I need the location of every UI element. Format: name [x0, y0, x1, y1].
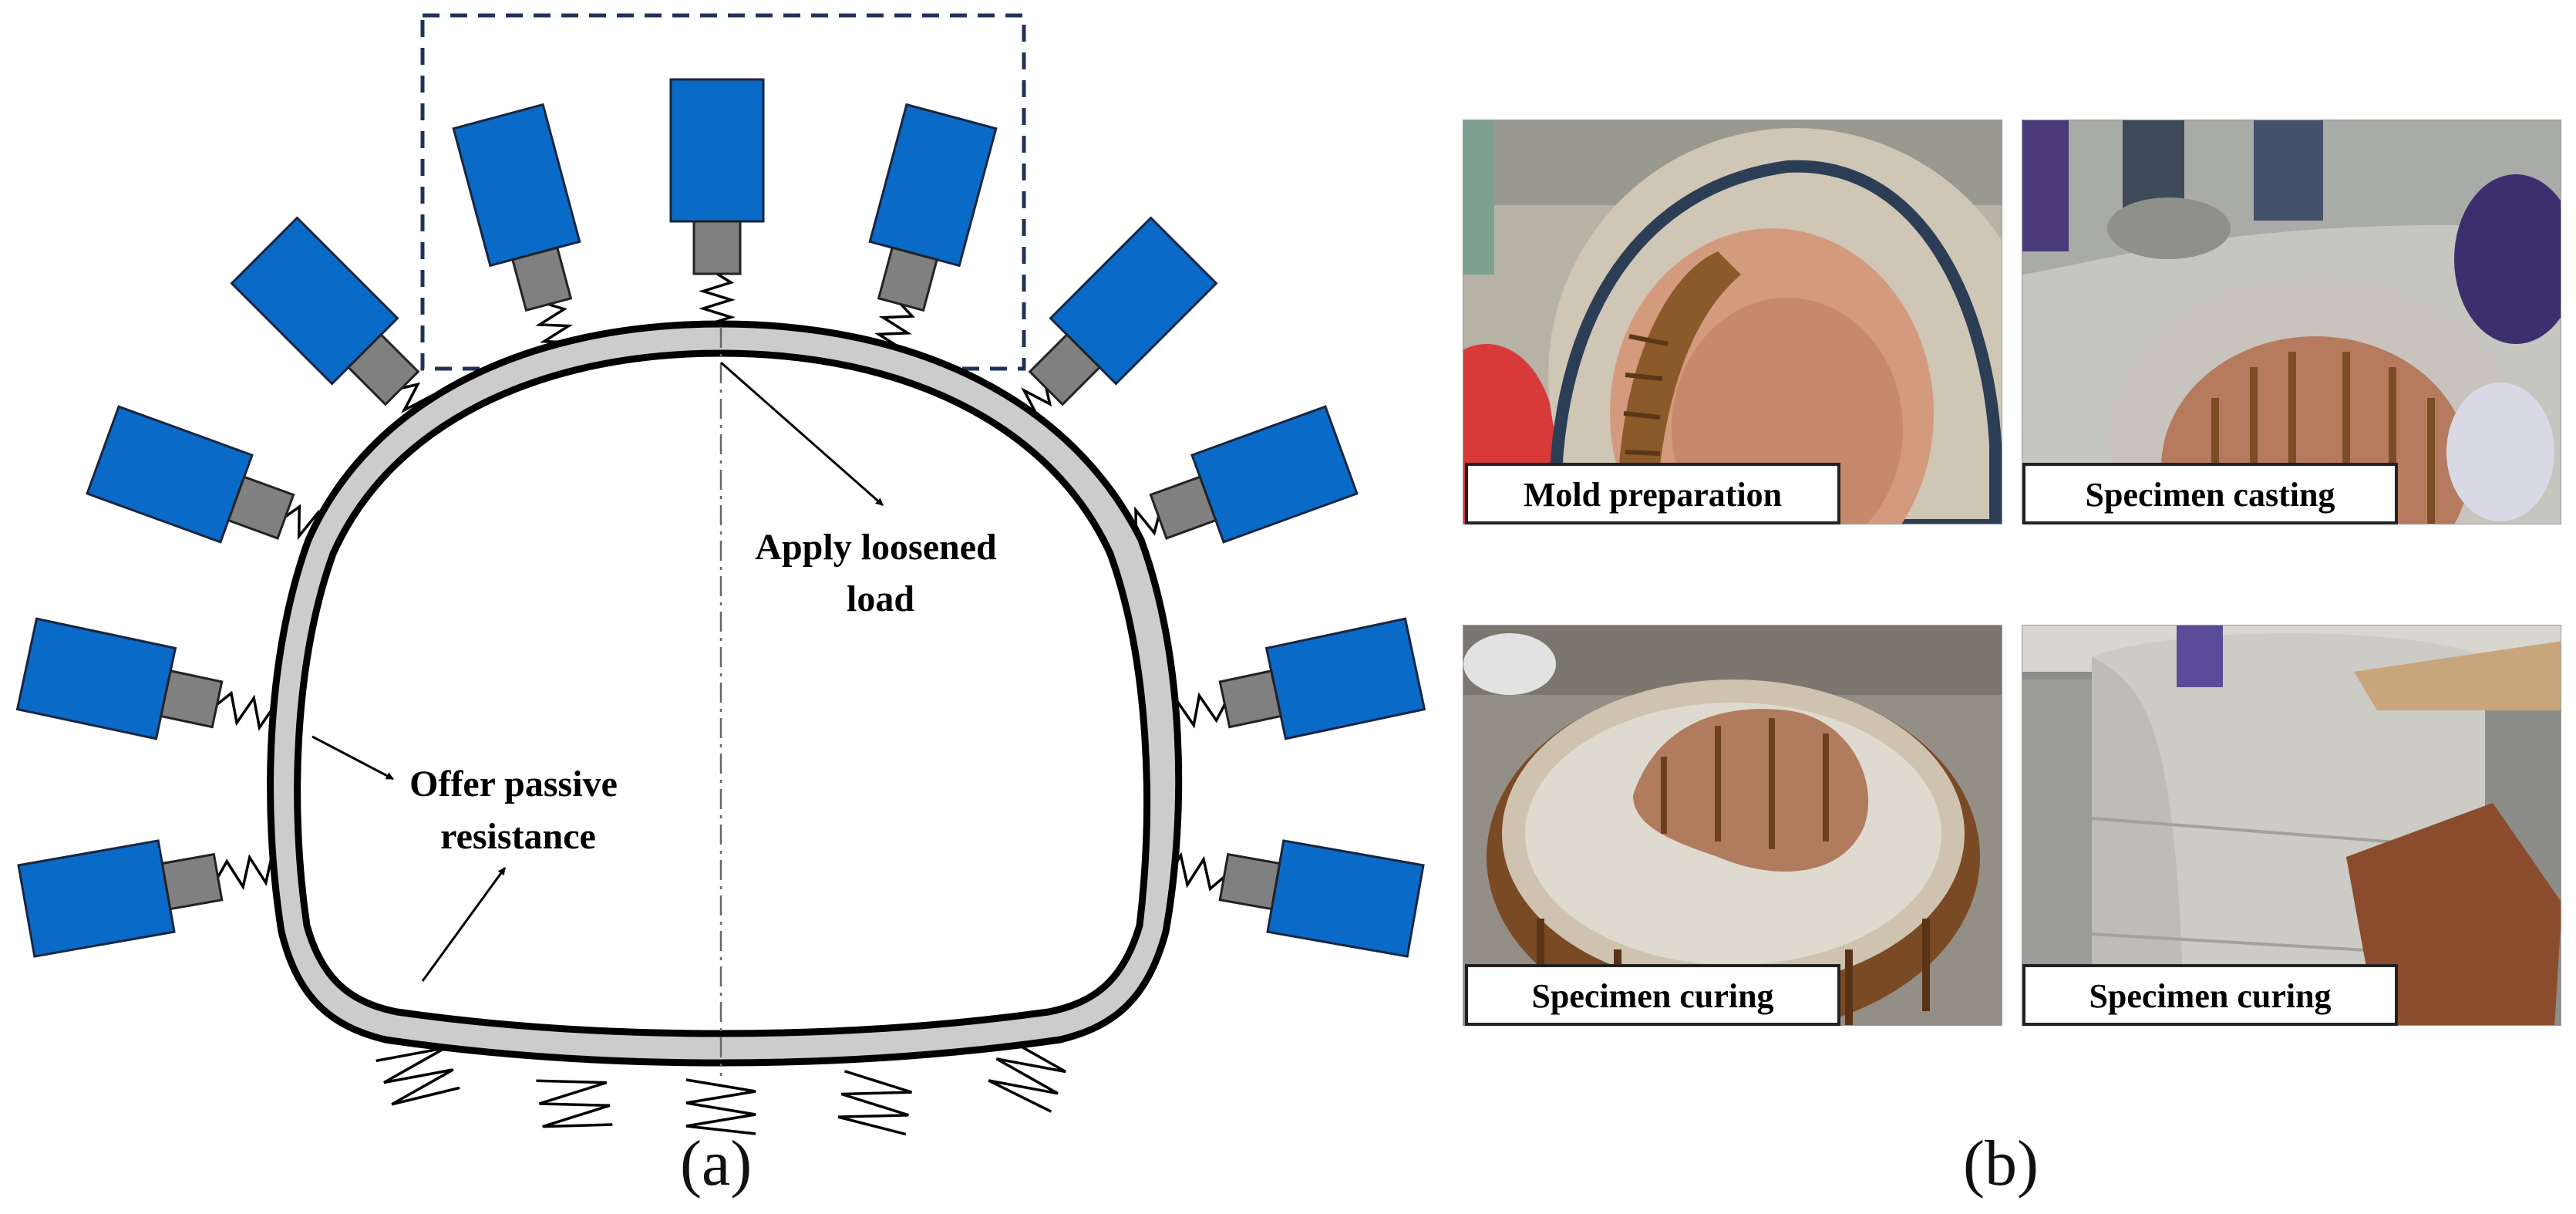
spring-bottom: [988, 1036, 1067, 1113]
actuator-body: [1190, 405, 1359, 544]
hydraulic-actuator: [1218, 839, 1425, 958]
actuator-piston: [1218, 852, 1281, 911]
hydraulic-actuator: [452, 103, 581, 312]
actuator-piston: [227, 475, 295, 540]
actuator-body: [1266, 839, 1425, 958]
arrow-passive-upper: [311, 735, 394, 781]
arrow-passive-lower: [421, 867, 507, 982]
actuator-body: [669, 78, 765, 223]
actuator-body: [1264, 617, 1426, 740]
spring-bottom: [536, 1079, 613, 1128]
hydraulic-actuator: [1149, 405, 1359, 544]
actuator-body: [868, 103, 998, 268]
spring-coil: [988, 1036, 1067, 1113]
label-loosened-line2: load: [847, 578, 914, 619]
spring-bottom: [837, 1070, 912, 1136]
curing1-photo-drawing: [1463, 626, 2002, 1025]
label-apply-loosened-load: Apply loosened load: [755, 527, 1005, 619]
curing2-photo-drawing: [2022, 626, 2561, 1025]
actuator-body: [15, 617, 177, 740]
actuator-piston: [346, 332, 420, 406]
actuator-piston: [159, 669, 224, 729]
photo-specimen-curing-1: [1463, 625, 2002, 1026]
actuator-body: [452, 103, 581, 268]
actuator-body: [86, 405, 254, 544]
label-offer-passive-resistance: Offer passive resistance: [409, 764, 627, 857]
hydraulic-actuator: [86, 405, 295, 544]
actuator-body: [17, 839, 176, 958]
spring-coil: [685, 1078, 756, 1135]
spring-coil: [837, 1070, 912, 1136]
spring-coil: [536, 1079, 613, 1128]
spring-bottom: [375, 1046, 460, 1106]
hydraulic-actuator: [669, 78, 765, 275]
hydraulic-actuator: [1218, 617, 1426, 740]
photo-specimen-curing-2: [2022, 625, 2561, 1026]
spring-bottom: [685, 1078, 756, 1135]
tunnel-lining-inner: [294, 349, 1150, 1037]
hydraulic-actuator: [868, 103, 998, 312]
label-loosened-line1: Apply loosened: [755, 527, 997, 568]
panel-label-a: (a): [680, 1128, 753, 1199]
label-passive-line1: Offer passive: [409, 764, 618, 804]
actuator-piston: [1218, 669, 1283, 729]
caption-specimen-curing-1: Specimen curing: [1465, 964, 1840, 1026]
actuator-piston: [1028, 332, 1102, 406]
spring-coil: [375, 1046, 460, 1106]
caption-mold-preparation: Mold preparation: [1465, 463, 1840, 524]
actuator-piston: [160, 852, 224, 911]
actuator-piston: [510, 246, 573, 312]
hydraulic-actuator: [15, 617, 224, 740]
hydraulic-actuator: [1028, 216, 1218, 406]
actuator-piston: [1149, 475, 1217, 540]
actuator-piston: [692, 220, 742, 275]
caption-specimen-curing-2: Specimen curing: [2022, 964, 2398, 1026]
tunnel-lining-diagram: Apply loosened load Offer passive resist…: [15, 13, 1426, 1136]
caption-specimen-casting: Specimen casting: [2022, 463, 2398, 524]
arrow-loosened-load: [720, 361, 884, 507]
hydraulic-actuator: [230, 216, 420, 406]
hydraulic-actuator: [17, 839, 224, 958]
actuator-group: [15, 78, 1426, 958]
panel-label-b: (b): [1963, 1128, 2039, 1199]
label-passive-line2: resistance: [440, 816, 596, 857]
actuator-piston: [877, 246, 939, 312]
